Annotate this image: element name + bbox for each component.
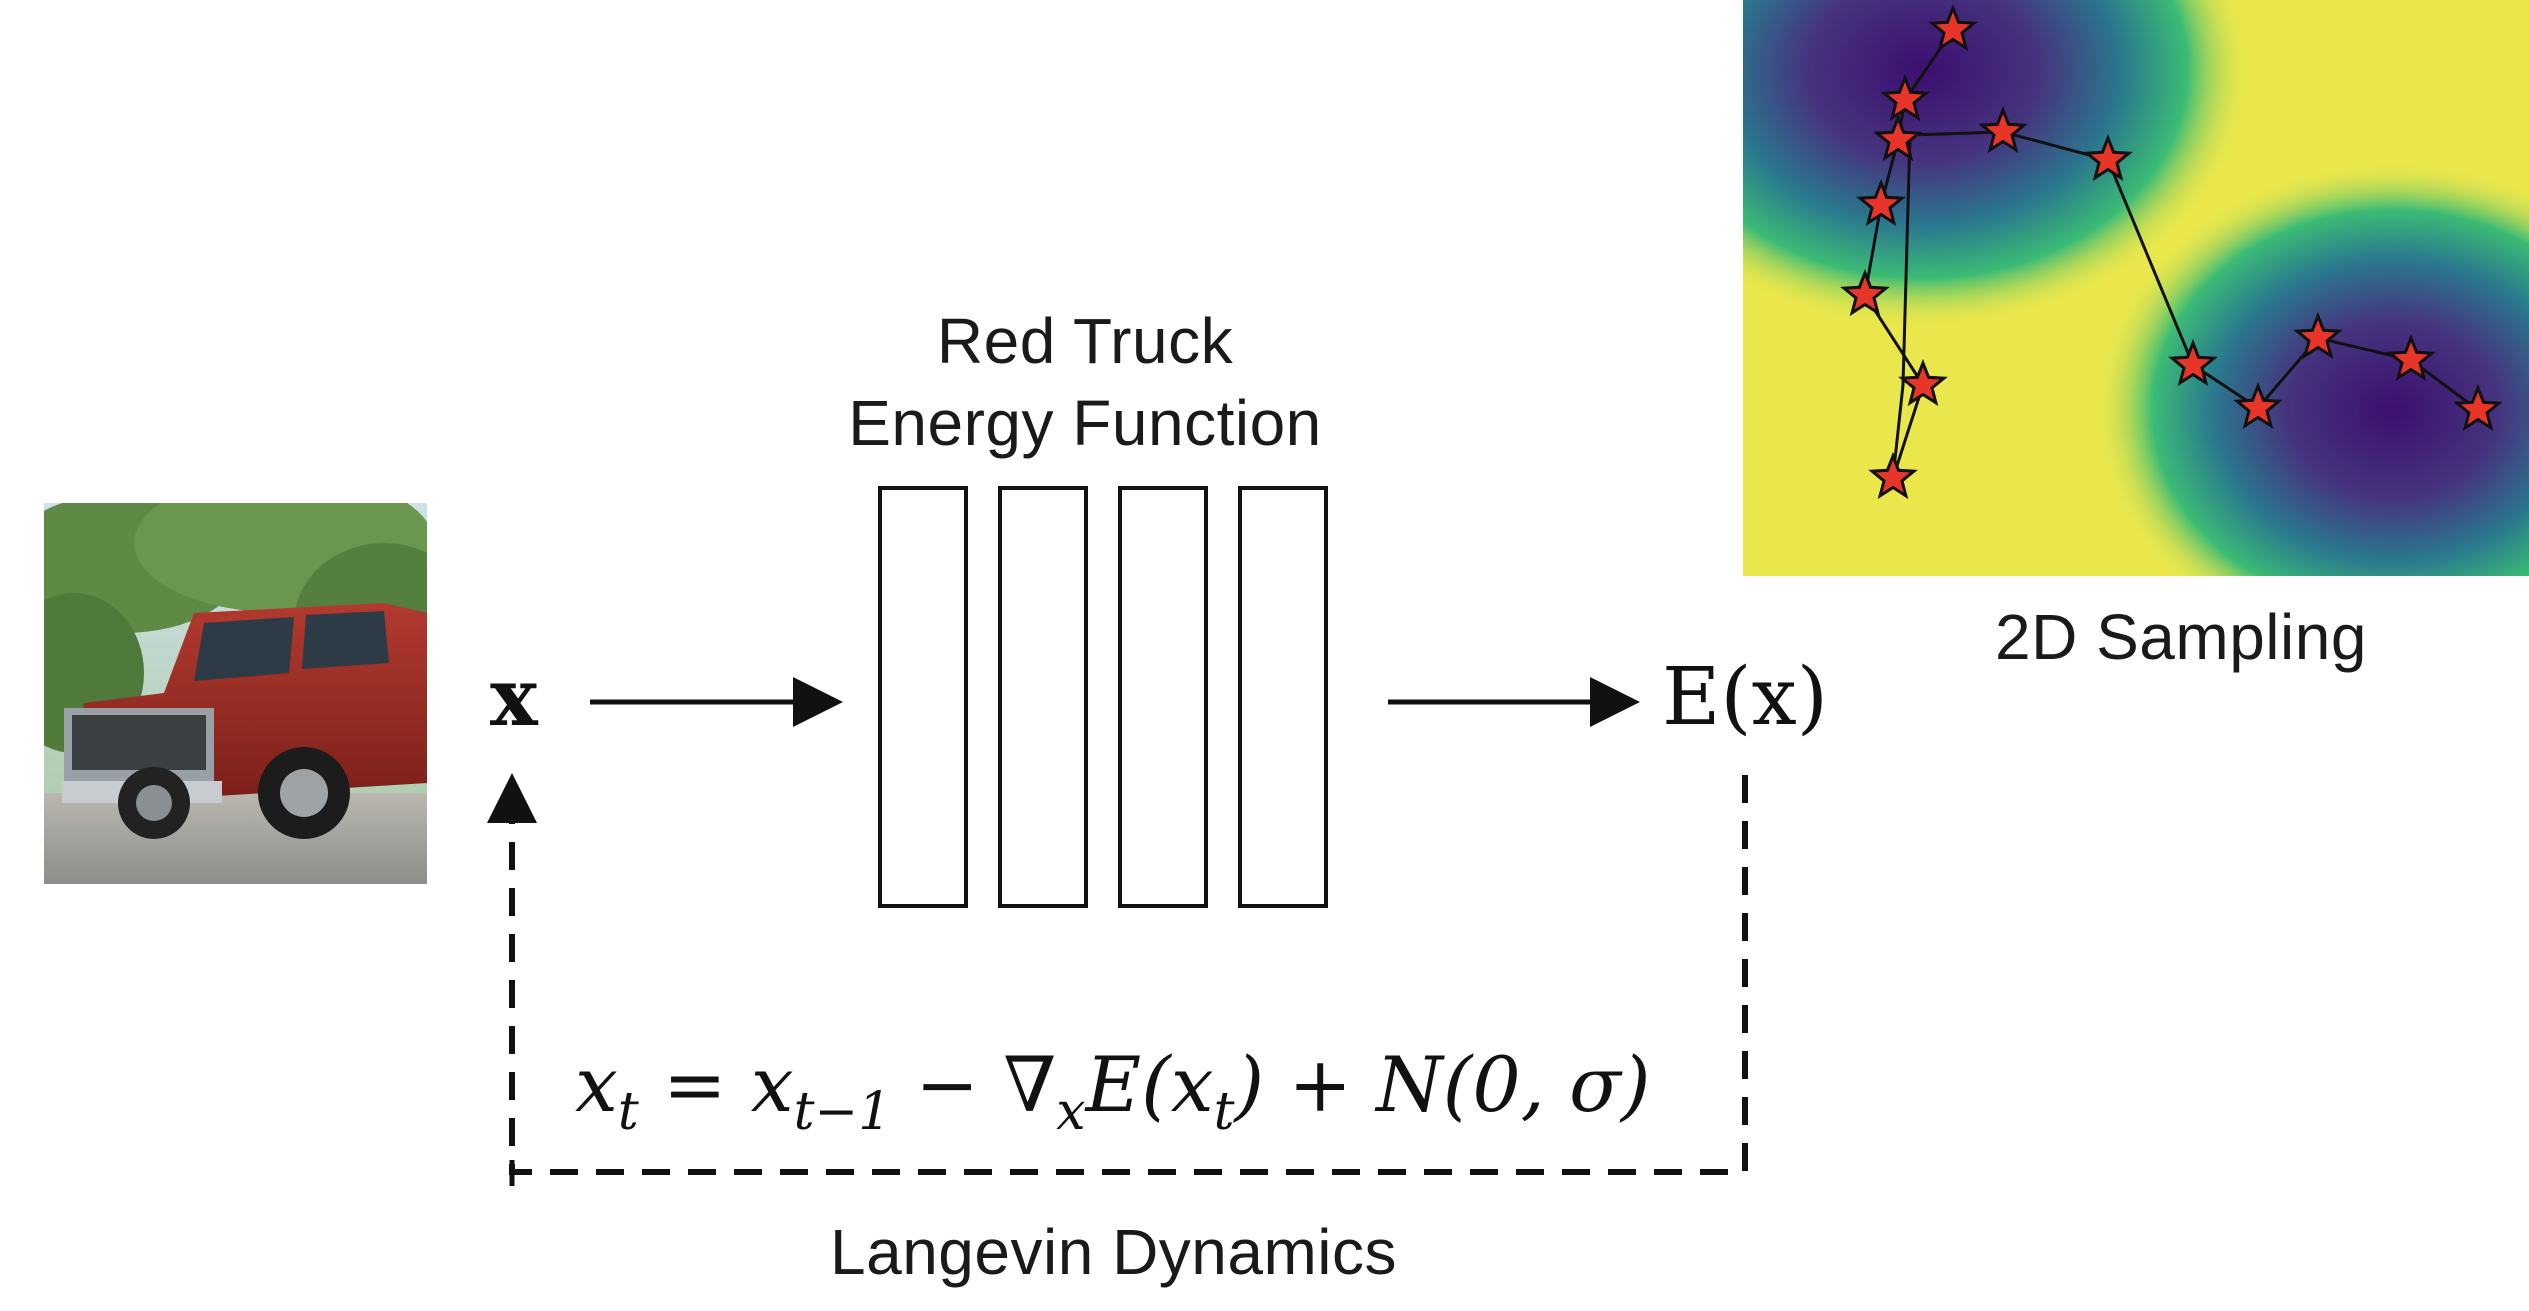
sample-star <box>2083 133 2133 182</box>
network-block-4 <box>1238 486 1328 908</box>
sample-star <box>2453 383 2503 432</box>
langevin-equation: xt = xt−1 − ∇xE(xt) + N(0, σ) <box>575 1040 1651 1142</box>
sample-star <box>1856 178 1906 227</box>
network-block-3 <box>1118 486 1208 908</box>
sample-stars <box>1840 3 2503 500</box>
red-truck-image <box>44 503 427 884</box>
eq-prev: x <box>750 1040 794 1129</box>
sample-star <box>1978 105 2028 154</box>
sample-star <box>2233 381 2283 430</box>
energy-title-line1: Red Truck <box>936 305 1234 377</box>
sample-star <box>2293 311 2343 360</box>
sample-star <box>2168 338 2218 387</box>
eq-prev-sub: t−1 <box>793 1082 892 1142</box>
eq-noise: + N(0, σ) <box>1264 1040 1651 1129</box>
langevin-feedback-loop <box>509 775 1748 1175</box>
sample-star <box>1880 73 1930 122</box>
sampling-caption: 2D Sampling <box>1995 601 2367 673</box>
eq-energy-close: ) <box>1234 1040 1265 1129</box>
sample-star <box>1840 268 1890 317</box>
network-block-2 <box>998 486 1088 908</box>
energy-landscape-plot <box>1743 0 2529 576</box>
truck-illustration <box>44 503 427 884</box>
eq-energy: E(x <box>1085 1040 1214 1129</box>
eq-grad-sub: x <box>1056 1082 1086 1142</box>
sample-star <box>1873 113 1923 162</box>
eq-lhs-sub: t <box>617 1082 639 1142</box>
sample-star <box>2386 333 2436 382</box>
eq-minus-grad: − ∇ <box>891 1040 1057 1129</box>
energy-title-line2: Energy Function <box>848 387 1322 459</box>
sampling-trajectory <box>1863 29 2479 479</box>
eq-lhs: x <box>575 1040 618 1129</box>
energy-landscape-svg <box>1743 0 2529 576</box>
energy-output-symbol: E(x) <box>1662 650 1828 743</box>
eq-equals: = <box>638 1040 751 1129</box>
energy-function-title: Red Truck Energy Function <box>780 300 1390 464</box>
eq-energy-sub: t <box>1213 1082 1235 1142</box>
sample-star <box>1868 451 1918 500</box>
sample-star <box>1898 358 1948 407</box>
sample-star <box>1928 3 1978 52</box>
langevin-caption: Langevin Dynamics <box>830 1216 1397 1288</box>
network-block-1 <box>878 486 968 908</box>
input-x-symbol: x <box>490 650 538 744</box>
network-blocks <box>878 486 1328 908</box>
